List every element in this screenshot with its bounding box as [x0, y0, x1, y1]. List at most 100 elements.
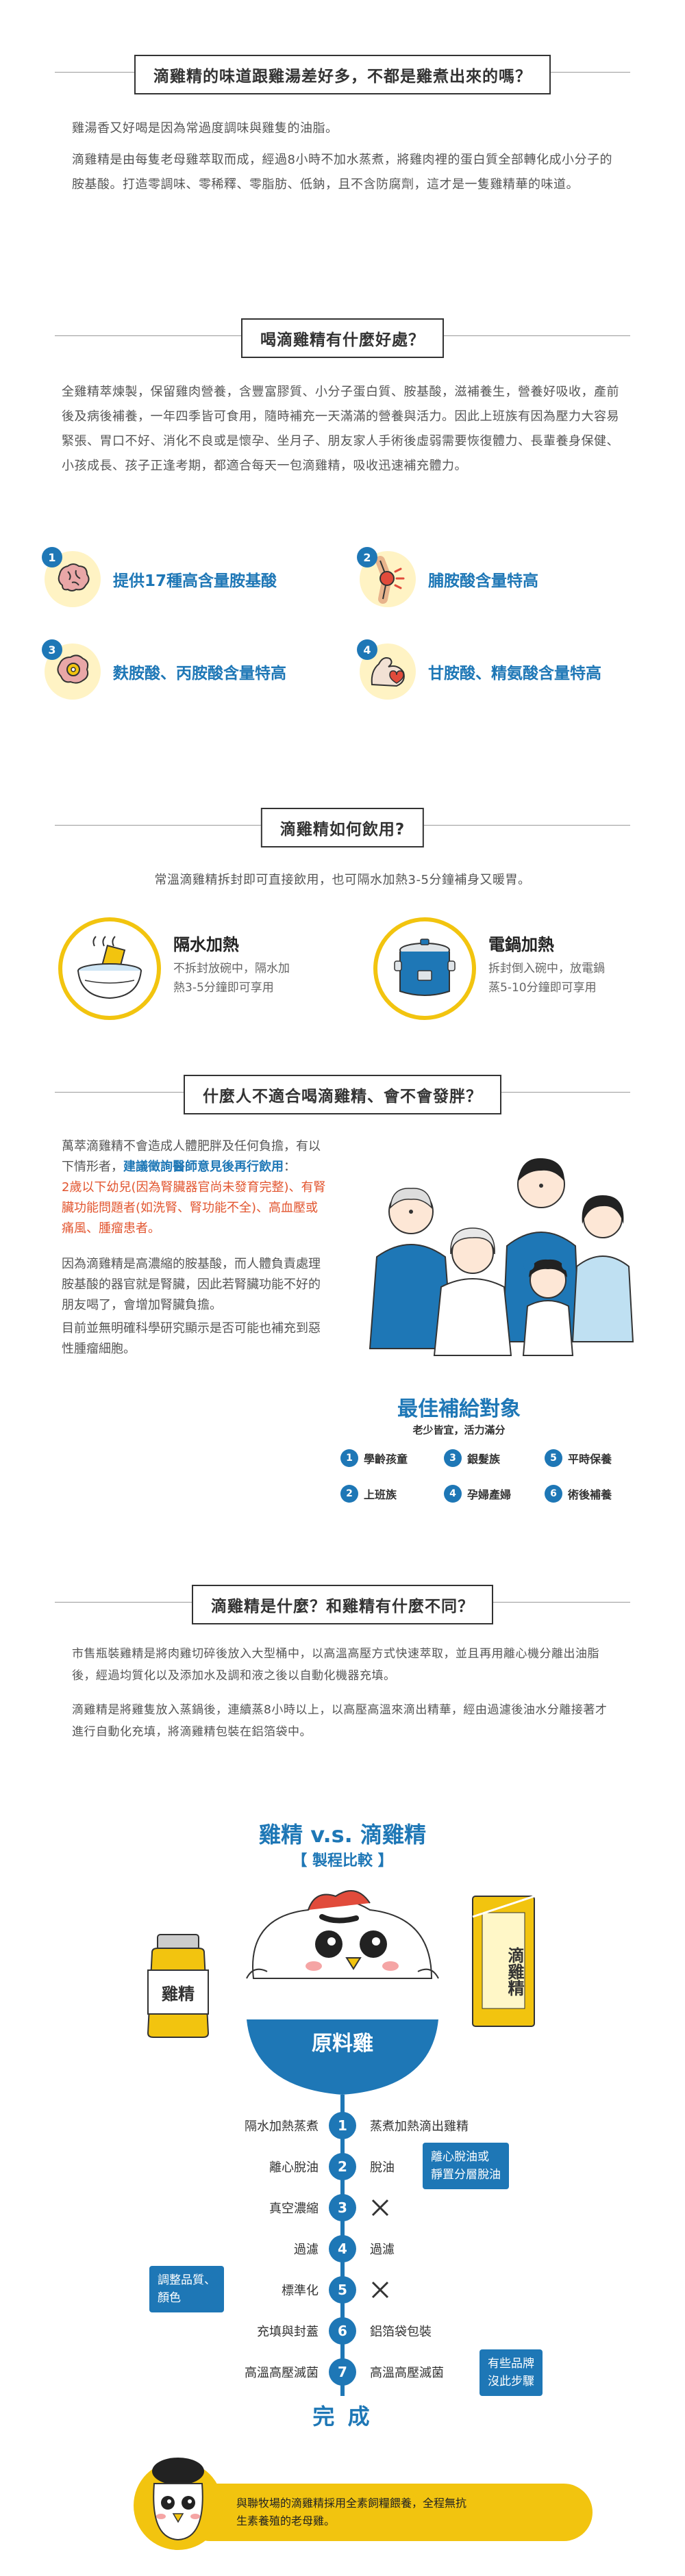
flow-step-number: 3 [329, 2194, 356, 2221]
flow-step-left: 過濾 [294, 2243, 319, 2257]
x-mark-icon [371, 2281, 389, 2299]
benefit-item-2: 2 脯胺酸含量特高 [357, 547, 538, 607]
benefit-item-1: 1 提供17種高含量胺基酸 [42, 547, 277, 607]
water-bath-bowl-icon [58, 917, 161, 1020]
tag-label: 學齡孩童 [364, 1453, 408, 1466]
callout-standardize: 調整品質、 顏色 [149, 2266, 224, 2312]
chef-chicken-illustration [246, 1890, 439, 1979]
flow-step-right: 脫油 [370, 2160, 395, 2175]
knee-joint-icon: 2 [357, 547, 416, 607]
section1-paragraph-1: 雞湯香又好喝是因為常過度調味與雞隻的油脂。 [72, 121, 338, 136]
tag-number: 6 [545, 1485, 562, 1503]
method-rice-cooker: 電鍋加熱 拆封倒入碗中，放電鍋 蒸5-10分鐘即可享用 [373, 917, 605, 1020]
method-desc-line-2: 蒸5-10分鐘即可享用 [488, 981, 597, 995]
footer-note-banner [182, 2484, 593, 2541]
section2-paragraph: 全雞精萃煉製，保留雞肉營養，含豐富膠質、小分子蛋白質、胺基酸，滋補養生，營養好吸… [62, 385, 619, 473]
footer-note-text: 與聯牧場的滴雞精採用全素飼糧餵養，全程無抗 生素養殖的老母雞。 [236, 2495, 579, 2530]
tag-label: 術後補養 [568, 1488, 612, 1501]
flow-step-number: 7 [329, 2358, 356, 2386]
compare-title: 雞精 v.s. 滴雞精 [259, 1822, 426, 1848]
tag-label: 上班族 [364, 1488, 397, 1501]
x-mark-icon [371, 2199, 389, 2217]
brain-icon: 1 [42, 547, 101, 607]
benefit-item-3: 3 麩胺酸、丙胺酸含量特高 [42, 639, 286, 700]
flow-step-left: 充填與封蓋 [257, 2325, 319, 2339]
tag-number: 5 [545, 1449, 562, 1467]
target-tag: 4 孕婦產婦 [444, 1485, 511, 1503]
target-tag: 6 術後補養 [545, 1485, 612, 1503]
pot-label: 原料雞 [312, 2032, 373, 2056]
tag-number: 4 [444, 1485, 462, 1503]
callout-line: 有些品牌 [488, 2357, 534, 2371]
section4-paragraph-3: 目前並無明確科學研究顯示是否可能也補充到惡性腫瘤細胞。 [62, 1321, 321, 1356]
footer-note-line: 生素養殖的老母雞。 [236, 2514, 336, 2527]
target-subtitle: 老少皆宜，活力滿分 [412, 1424, 506, 1436]
section4-paragraph-1: 萬萃滴雞精不會造成人體肥胖及任何負擔，有以下情形者，建議徵詢醫師意見後再行飲用：… [62, 1136, 329, 1239]
section1-paragraph-2: 滴雞精是由每隻老母雞萃取而成，經過8小時不加水蒸煮，將雞肉裡的蛋白質全部轉化成小… [72, 153, 612, 192]
benefit-label: 提供17種高含量胺基酸 [113, 572, 277, 590]
flow-step-left: 離心脫油 [269, 2160, 319, 2175]
section3-title: 滴雞精如何飲用? [260, 808, 425, 847]
method-desc-line-2: 熱3-5分鐘即可享用 [173, 981, 274, 995]
pot-icon [247, 2019, 438, 2095]
section2-title: 喝滴雞精有什麼好處？ [241, 318, 444, 358]
tag-label: 平時保養 [568, 1453, 612, 1466]
section1-title: 滴雞精的味道跟雞湯差好多，不都是雞煮出來的嗎？ [134, 55, 551, 94]
section2-text: 全雞精萃煉製，保留雞肉營養，含豐富膠質、小分子蛋白質、胺基酸，滋補養生，營養好吸… [62, 380, 623, 485]
warn-text-groups: 2歲以下幼兒(因為腎臟器官尚未發育完整)、有腎臟功能問題者(如洗腎、腎功能不全)… [62, 1180, 326, 1236]
benefit-label: 麩胺酸、丙胺酸含量特高 [113, 665, 286, 683]
flow-step-left: 隔水加熱蒸煮 [245, 2119, 319, 2134]
target-tag: 2 上班族 [340, 1485, 397, 1503]
footer-note-line: 與聯牧場的滴雞精採用全素飼糧餵養，全程無抗 [236, 2497, 467, 2510]
flow-complete-label: 完 成 [312, 2403, 373, 2430]
tag-number: 2 [340, 1485, 358, 1503]
target-tag: 5 平時保養 [545, 1449, 612, 1467]
pouch-label: 滴雞精 [505, 1947, 524, 1996]
benefit-label: 脯胺酸含量特高 [428, 572, 538, 590]
benefit-item-4: 4 甘胺酸、精氨酸含量特高 [357, 639, 601, 700]
chef-chicken-mascot-icon [152, 2458, 204, 2541]
section4-text: 萬萃滴雞精不會造成人體肥胖及任何負擔，有以下情形者，建議徵詢醫師意見後再行飲用：… [62, 1136, 329, 1375]
tag-number: 1 [340, 1449, 358, 1467]
flow-step-right: 鋁箔袋包裝 [370, 2325, 432, 2339]
warn-text-intro: 萬萃滴雞精不會造成人體肥胖及任何負擔，有以下情形者， [62, 1139, 321, 1174]
callout-line: 離心脫油或 [431, 2150, 489, 2164]
method-title: 電鍋加熱 [488, 935, 554, 954]
flow-step-number: 4 [329, 2235, 356, 2262]
warn-text-doctor-advice: 建議徵詢醫師意見後再行飲用 [123, 1160, 284, 1174]
benefit-label: 甘胺酸、精氨酸含量特高 [428, 665, 601, 683]
section5-paragraph-1: 市售瓶裝雞精是將肉雞切碎後放入大型桶中，以高溫高壓方式快速萃取，並且再用離心機分… [72, 1647, 599, 1683]
flow-step-right: 過濾 [370, 2243, 395, 2257]
section5-title: 滴雞精是什麼？和雞精有什麼不同？ [192, 1585, 493, 1624]
flow-step-left: 高溫高壓滅菌 [245, 2366, 319, 2380]
method-water-bath: 隔水加熱 不拆封放碗中，隔水加 熱3-5分鐘即可享用 [58, 917, 290, 1020]
family-illustration [369, 1158, 634, 1356]
flow-step-number: 5 [329, 2276, 356, 2304]
section4-title: 什麼人不適合喝滴雞精、會不會發胖？ [184, 1075, 501, 1114]
callout-deoil: 離心脫油或 靜置分層脫油 [423, 2143, 509, 2189]
tag-number: 3 [444, 1449, 462, 1467]
rice-cooker-icon [373, 917, 476, 1020]
method-title: 隔水加熱 [173, 935, 239, 954]
drip-essence-pouch-icon [472, 1895, 535, 2027]
benefit-number: 2 [357, 547, 377, 568]
callout-line: 沒此步驟 [488, 2375, 534, 2388]
flow-step-number: 6 [329, 2317, 356, 2345]
flow-step-left: 標準化 [282, 2284, 319, 2298]
tag-label: 孕婦產婦 [467, 1488, 512, 1501]
bottle-label: 雞精 [162, 1985, 195, 2004]
flow-step-left: 真空濃縮 [269, 2202, 319, 2216]
callout-line: 顏色 [158, 2291, 181, 2305]
flow-step-right: 高溫高壓滅菌 [370, 2366, 444, 2380]
callout-line: 靜置分層脫油 [431, 2168, 501, 2182]
benefit-number: 4 [357, 639, 377, 660]
target-tag: 1 學齡孩童 [340, 1449, 408, 1467]
section4-paragraph-2: 因為滴雞精是高濃縮的胺基酸，而人體負責處理胺基酸的器官就是腎臟，因此若腎臟功能不… [62, 1257, 321, 1312]
muscle-heart-icon: 4 [357, 639, 416, 700]
warn-text-colon: ： [284, 1160, 296, 1174]
benefit-number: 3 [42, 639, 62, 660]
brain-gear-icon: 3 [42, 639, 101, 700]
flow-step-right: 蒸煮加熱滴出雞精 [370, 2119, 469, 2134]
callout-line: 調整品質、 [158, 2273, 216, 2287]
